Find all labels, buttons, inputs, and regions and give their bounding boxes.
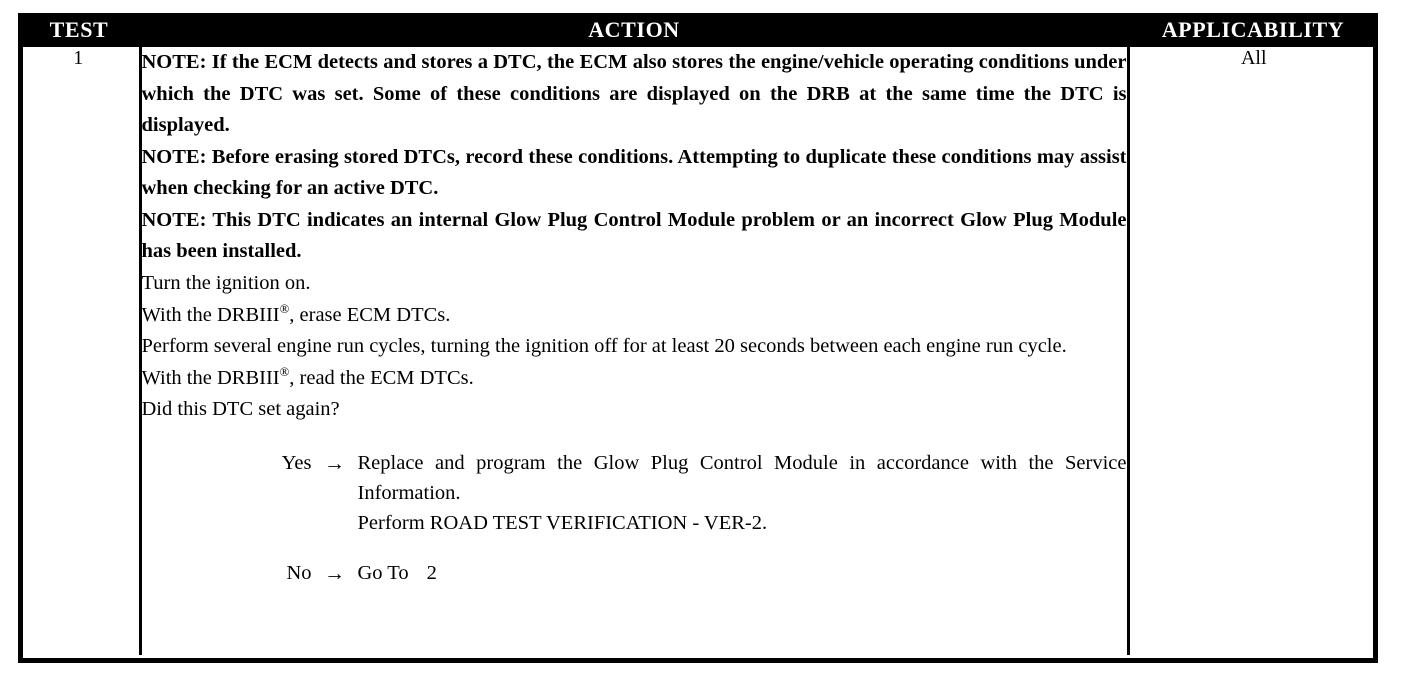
column-header-action: ACTION bbox=[140, 13, 1128, 47]
step-2-text-pre: With the DRBIII bbox=[141, 303, 280, 326]
diagnostic-procedure-table: TEST ACTION APPLICABILITY 1 NOTE: If the… bbox=[18, 13, 1378, 655]
arrow-right-icon: → bbox=[324, 561, 345, 586]
goto-test-number[interactable]: 2 bbox=[426, 562, 437, 585]
table-body: 1 NOTE: If the ECM detects and stores a … bbox=[18, 47, 1378, 655]
step-4-text-post: , read the ECM DTCs. bbox=[289, 366, 474, 389]
step-line-3: Perform several engine run cycles, turni… bbox=[141, 335, 1067, 358]
table-header: TEST ACTION APPLICABILITY bbox=[18, 13, 1378, 47]
table-header-row: TEST ACTION APPLICABILITY bbox=[18, 13, 1378, 47]
column-header-applicability: APPLICABILITY bbox=[1128, 13, 1378, 47]
note-paragraph-3: NOTE: This DTC indicates an internal Glo… bbox=[141, 208, 1127, 263]
branch-list: Yes → Replace and program the Glow Plug … bbox=[142, 448, 1127, 589]
step-line-2: With the DRBIII®, erase ECM DTCs. bbox=[142, 300, 1127, 332]
cell-test-number: 1 bbox=[18, 47, 142, 655]
branch-yes: Yes → Replace and program the Glow Plug … bbox=[142, 448, 1127, 538]
registered-trademark-icon: ® bbox=[279, 301, 290, 316]
branch-yes-body: Replace and program the Glow Plug Contro… bbox=[358, 448, 1127, 538]
branch-no-line-1: Go To 2 bbox=[358, 558, 1127, 588]
column-header-test: TEST bbox=[18, 13, 140, 47]
step-4-text-pre: With the DRBIII bbox=[141, 366, 280, 389]
branch-yes-label: Yes bbox=[281, 451, 312, 474]
cell-applicability: All bbox=[1128, 47, 1378, 655]
table-row: 1 NOTE: If the ECM detects and stores a … bbox=[18, 47, 1378, 655]
branch-yes-line-2: Perform ROAD TEST VERIFICATION - VER-2. bbox=[357, 512, 768, 534]
note-paragraph-2: NOTE: Before erasing stored DTCs, record… bbox=[141, 145, 1127, 200]
note-paragraph-1: NOTE: If the ECM detects and stores a DT… bbox=[141, 51, 1127, 137]
step-line-4: With the DRBIII®, read the ECM DTCs. bbox=[142, 363, 1127, 395]
goto-label: Go To bbox=[357, 562, 409, 585]
step-line-1: Turn the ignition on. bbox=[141, 271, 311, 294]
branch-no-body: Go To 2 bbox=[358, 558, 1127, 588]
branch-no-label: No bbox=[286, 562, 312, 585]
step-2-text-post: , erase ECM DTCs. bbox=[289, 303, 451, 326]
branch-yes-line-1: Replace and program the Glow Plug Contro… bbox=[357, 451, 1127, 504]
cell-action: NOTE: If the ECM detects and stores a DT… bbox=[140, 47, 1130, 655]
step-line-5-question: Did this DTC set again? bbox=[141, 398, 340, 421]
registered-trademark-icon: ® bbox=[279, 364, 290, 379]
branch-no: No → Go To 2 bbox=[142, 558, 1127, 589]
arrow-right-icon: → bbox=[324, 450, 345, 475]
